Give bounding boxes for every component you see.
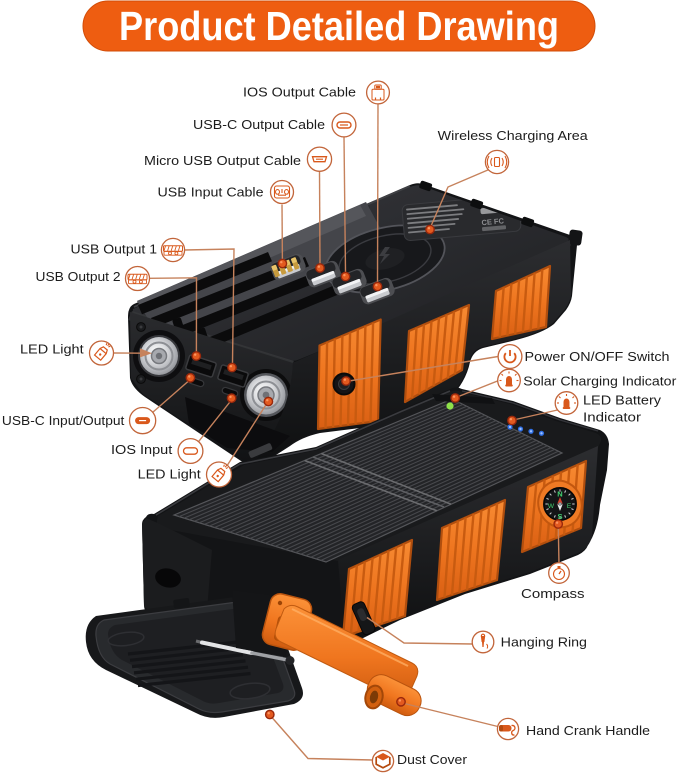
svg-text:IOS Output Cable: IOS Output Cable xyxy=(243,85,356,100)
svg-text:Power ON/OFF Switch: Power ON/OFF Switch xyxy=(525,349,670,364)
svg-text:USB Output 1: USB Output 1 xyxy=(71,242,158,257)
svg-text:Solar Charging Indicator: Solar Charging Indicator xyxy=(523,374,677,389)
svg-text:IOS Input: IOS Input xyxy=(111,442,173,457)
svg-text:Micro USB Output Cable: Micro USB Output Cable xyxy=(144,153,301,168)
svg-text:USB Output 2: USB Output 2 xyxy=(36,269,121,284)
svg-text:LED Battery: LED Battery xyxy=(583,393,661,408)
svg-text:LED Light: LED Light xyxy=(138,467,201,482)
svg-text:LED Light: LED Light xyxy=(20,342,84,357)
svg-text:N: N xyxy=(557,490,562,499)
svg-text:Dust Cover: Dust Cover xyxy=(397,752,468,767)
svg-text:CE FC: CE FC xyxy=(481,216,505,227)
svg-text:Wireless Charging Area: Wireless Charging Area xyxy=(438,128,589,143)
svg-text:Compass: Compass xyxy=(521,586,585,601)
svg-text:Hand Crank Handle: Hand Crank Handle xyxy=(526,723,650,738)
svg-text:USB-C Input/Output: USB-C Input/Output xyxy=(2,413,125,428)
svg-text:E: E xyxy=(567,503,572,510)
svg-text:USB-C Output Cable: USB-C Output Cable xyxy=(193,117,325,132)
svg-text:Product Detailed Drawing: Product Detailed Drawing xyxy=(119,3,559,49)
svg-text:USB Input Cable: USB Input Cable xyxy=(158,185,264,200)
svg-text:Indicator: Indicator xyxy=(583,410,642,425)
svg-text:W: W xyxy=(548,503,555,510)
svg-text:Hanging Ring: Hanging Ring xyxy=(501,635,587,650)
svg-text:S: S xyxy=(557,512,562,521)
